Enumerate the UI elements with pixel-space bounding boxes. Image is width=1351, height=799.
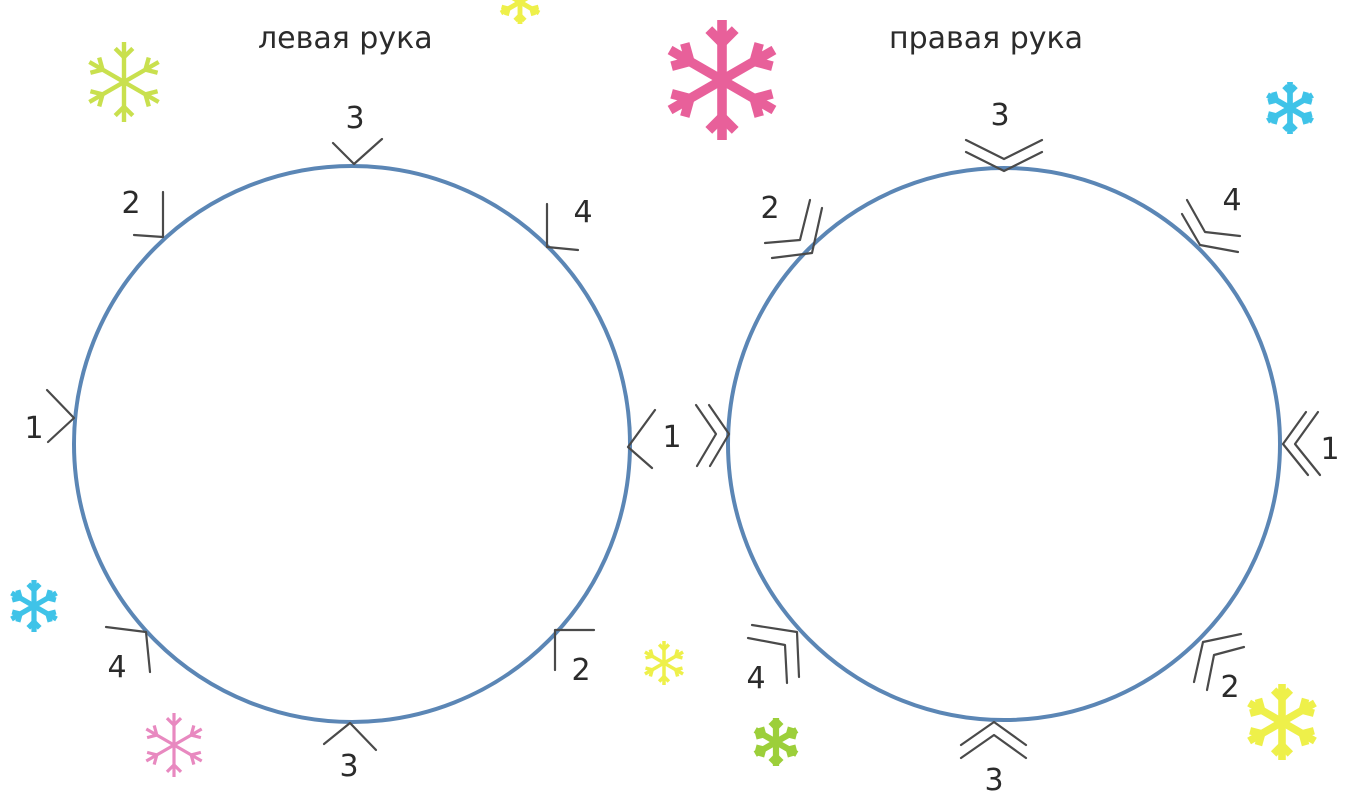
right-hand-marks [694, 138, 1322, 760]
direction-mark [45, 388, 76, 444]
label-top: 3 [345, 101, 364, 136]
left-hand-caption: левая рука [258, 21, 433, 56]
double-direction-mark [1293, 410, 1322, 477]
label-upper-right: 4 [1222, 183, 1241, 218]
snowflake-icon [755, 718, 797, 766]
snowflake-icon [670, 20, 774, 140]
direction-mark [322, 721, 378, 752]
double-direction-mark [750, 623, 801, 679]
snowflake-icon [645, 641, 683, 685]
label-upper-right: 4 [573, 195, 592, 230]
label-bottom: 3 [984, 763, 1003, 798]
left-hand-marks [45, 137, 657, 752]
snowflake-icon [11, 580, 56, 632]
double-direction-mark [707, 403, 731, 468]
double-direction-mark [770, 206, 824, 260]
double-direction-mark [1180, 212, 1240, 254]
label-bottom: 3 [339, 749, 358, 784]
right-hand-circle [726, 166, 1282, 722]
double-direction-mark [959, 720, 1028, 747]
right-hand-diagram: правая рука [694, 21, 1340, 798]
direction-mark [132, 190, 165, 239]
snowflake-icon [1267, 82, 1312, 134]
double-direction-mark [1205, 645, 1246, 692]
left-hand-diagram: левая рука 3 2 4 1 1 4 2 3 [24, 21, 681, 784]
snowflake-icon [1249, 684, 1315, 760]
label-lower-left: 4 [107, 650, 126, 685]
label-top: 3 [990, 98, 1009, 133]
double-direction-mark [964, 138, 1044, 161]
direction-mark [331, 137, 384, 166]
label-lower-right: 2 [1220, 670, 1239, 705]
label-right: 1 [1320, 432, 1339, 467]
label-upper-left: 2 [121, 186, 140, 221]
snowflake-icon [89, 42, 158, 122]
label-right: 1 [662, 420, 681, 455]
snowflake-icon [146, 713, 201, 777]
left-hand-circle [72, 164, 632, 724]
double-direction-mark [746, 636, 789, 685]
right-hand-caption: правая рука [889, 21, 1083, 56]
direction-mark [545, 202, 580, 252]
double-direction-mark [1281, 410, 1310, 477]
label-lower-left: 4 [746, 661, 765, 696]
double-direction-mark [1185, 198, 1242, 238]
label-upper-left: 2 [760, 191, 779, 226]
direction-mark [626, 408, 657, 470]
double-direction-mark [959, 733, 1028, 760]
double-direction-mark [1192, 632, 1243, 684]
double-direction-mark [694, 403, 718, 468]
double-direction-mark [763, 198, 812, 245]
direction-mark [104, 625, 152, 674]
label-left: 1 [24, 411, 43, 446]
snowflake-icon [501, 0, 539, 24]
label-lower-right: 2 [571, 653, 590, 688]
double-direction-mark [964, 150, 1044, 173]
direction-mark [553, 628, 596, 672]
